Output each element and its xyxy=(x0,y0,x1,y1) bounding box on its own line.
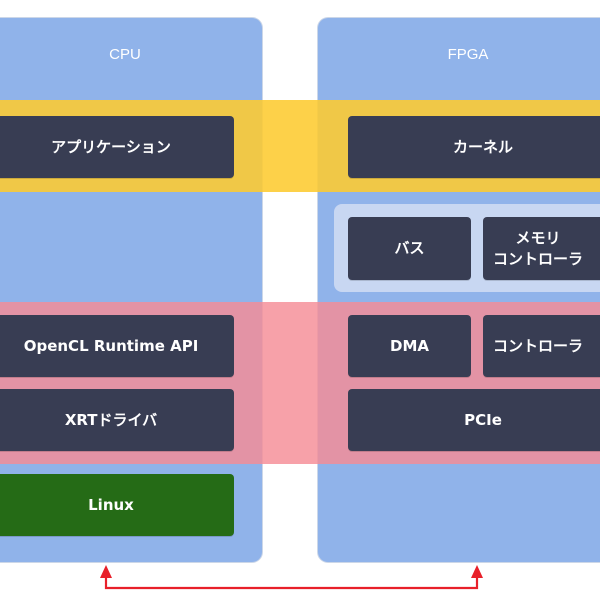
linux-label: Linux xyxy=(88,495,134,514)
bus-label: バス xyxy=(394,239,425,258)
application-label: アプリケーション xyxy=(51,137,171,156)
kernel-label: カーネル xyxy=(452,137,513,156)
kernel-block: カーネル xyxy=(348,116,600,178)
opencl-runtime-block: OpenCL Runtime API xyxy=(0,315,234,377)
xrt-driver-label: XRTドライバ xyxy=(64,410,158,429)
pcie-block: PCIe xyxy=(348,389,600,451)
application-block: アプリケーション xyxy=(0,116,234,178)
controller-label: コントローラ xyxy=(493,336,584,355)
xrt-driver-block: XRTドライバ xyxy=(0,389,234,451)
connector-line xyxy=(104,578,479,590)
memory-controller-block: メモリ コントローラ xyxy=(483,217,600,280)
controller-block: コントローラ xyxy=(483,315,600,377)
cpu-title: CPU xyxy=(109,46,141,63)
arrowhead-fpga-icon xyxy=(471,565,483,578)
dma-label: DMA xyxy=(390,336,429,355)
arrowhead-cpu-icon xyxy=(100,565,112,578)
linux-block: Linux xyxy=(0,474,234,536)
pcie-label: PCIe xyxy=(464,410,502,429)
memory-controller-label: メモリ コントローラ xyxy=(493,229,584,268)
fpga-title: FPGA xyxy=(447,46,489,63)
bus-block: バス xyxy=(348,217,471,280)
opencl-runtime-label: OpenCL Runtime API xyxy=(23,336,199,355)
dma-block: DMA xyxy=(348,315,471,377)
